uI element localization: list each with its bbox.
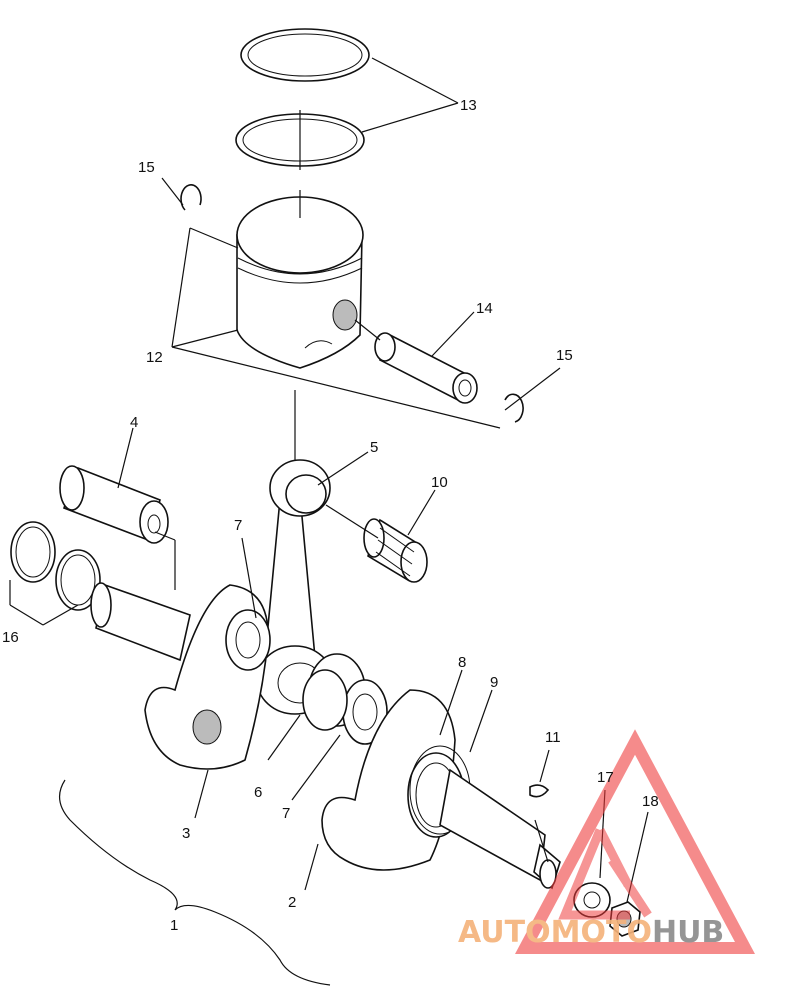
seals — [10, 521, 101, 611]
right-crank-half — [321, 689, 561, 890]
callout-labels: 1 2 3 4 5 6 7 7 8 9 10 11 12 13 14 15 15… — [2, 97, 659, 934]
callout-17: 17 — [597, 769, 614, 786]
logo-wordmark: AUTOMOTOHUB — [458, 915, 724, 950]
callout-7b: 7 — [282, 805, 290, 822]
circlips — [180, 184, 524, 423]
callout-9: 9 — [490, 674, 498, 691]
callout-2: 2 — [288, 894, 296, 911]
callout-10: 10 — [431, 474, 448, 491]
callout-8: 8 — [458, 654, 466, 671]
piston-rings — [235, 28, 370, 167]
callout-5: 5 — [370, 439, 378, 456]
automotohub-logo: AUTOMOTOHUB — [458, 729, 756, 954]
callout-16: 16 — [2, 629, 19, 646]
callout-15a: 15 — [138, 159, 155, 176]
callout-6: 6 — [254, 784, 262, 801]
logo-inner-mark — [558, 827, 652, 920]
left-crank-half — [90, 582, 271, 770]
wrist-pin — [374, 332, 478, 404]
main-bearing — [302, 653, 388, 745]
callout-18: 18 — [642, 793, 659, 810]
piston — [236, 196, 364, 369]
assembly-brace — [59, 779, 331, 986]
logo-text-part3: HUB — [652, 915, 724, 950]
callout-3: 3 — [182, 825, 190, 842]
callout-7a: 7 — [234, 517, 242, 534]
callout-15b: 15 — [556, 347, 573, 364]
callout-13: 13 — [460, 97, 477, 114]
logo-text-part1: AUTOM — [458, 915, 580, 950]
leader-lines — [9, 57, 649, 903]
callout-11: 11 — [545, 729, 561, 746]
callout-1: 1 — [170, 917, 178, 934]
callout-12: 12 — [146, 349, 163, 366]
callout-14: 14 — [476, 300, 493, 317]
logo-outer-triangle — [514, 729, 756, 954]
needle-bearing — [363, 518, 428, 583]
callout-4: 4 — [130, 414, 138, 431]
woodruff-key — [529, 784, 550, 798]
logo-text-part2: OTO — [580, 915, 651, 950]
crank-pin — [59, 465, 169, 544]
